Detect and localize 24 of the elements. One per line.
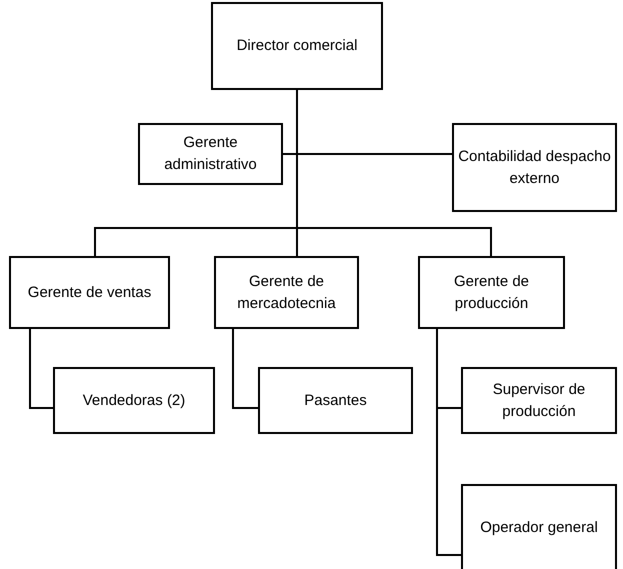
- org-box: [214, 256, 359, 329]
- connector-line: [296, 90, 492, 256]
- box-label: Gerente de mercadotecnia: [236, 272, 337, 314]
- org-box: [418, 256, 565, 329]
- org-box: [461, 367, 617, 434]
- box-label: Pasantes: [304, 390, 367, 410]
- connector-line: [436, 329, 461, 556]
- box-label: Supervisor de producción: [492, 380, 586, 422]
- org-box: [258, 367, 413, 434]
- org-box: [9, 256, 170, 329]
- box-label: Gerente de ventas: [28, 282, 152, 302]
- org-box: [53, 367, 215, 434]
- org-box: [138, 123, 283, 185]
- org-box: [452, 123, 617, 212]
- connector-line: [29, 329, 53, 409]
- box-label: Gerente de producción: [452, 272, 530, 314]
- box-label: Gerente administrativo: [163, 133, 258, 175]
- box-label: Operador general: [480, 518, 598, 538]
- org-box: [461, 484, 617, 569]
- org-box: [211, 2, 383, 90]
- box-label: Contabilidad despacho externo: [458, 146, 611, 188]
- box-label: Vendedoras (2): [82, 390, 186, 410]
- connector-line: [232, 329, 258, 409]
- box-label: Director comercial: [236, 36, 358, 56]
